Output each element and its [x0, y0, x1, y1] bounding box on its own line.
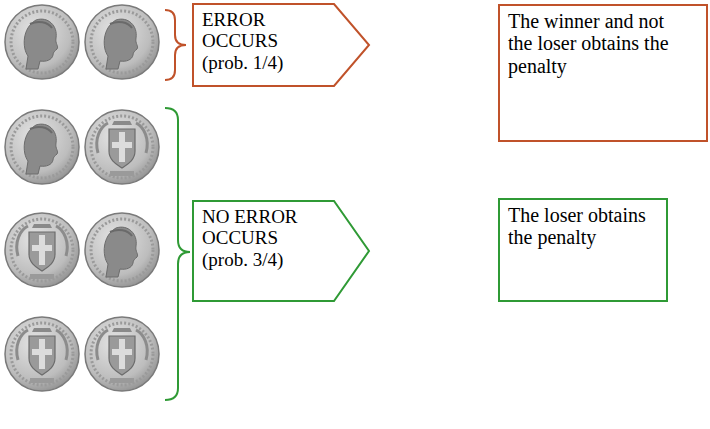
node-text: The winner and not the loser obtains the… — [508, 10, 673, 77]
node-text: ERROR OCCURS (prob. 1/4) — [202, 9, 320, 73]
no-error-arrow: NO ERROR OCCURS (prob. 3/4) — [192, 200, 370, 302]
error-bracket — [165, 10, 186, 80]
node-text: NO ERROR OCCURS (prob. 3/4) — [202, 206, 320, 270]
no-error-bracket — [165, 108, 190, 400]
error-arrow: ERROR OCCURS (prob. 1/4) — [192, 3, 370, 87]
node-text: The loser obtains the penalty — [508, 204, 648, 249]
no-error-result-box: The loser obtains the penalty — [498, 198, 668, 302]
error-result-box: The winner and not the loser obtains the… — [498, 4, 708, 142]
